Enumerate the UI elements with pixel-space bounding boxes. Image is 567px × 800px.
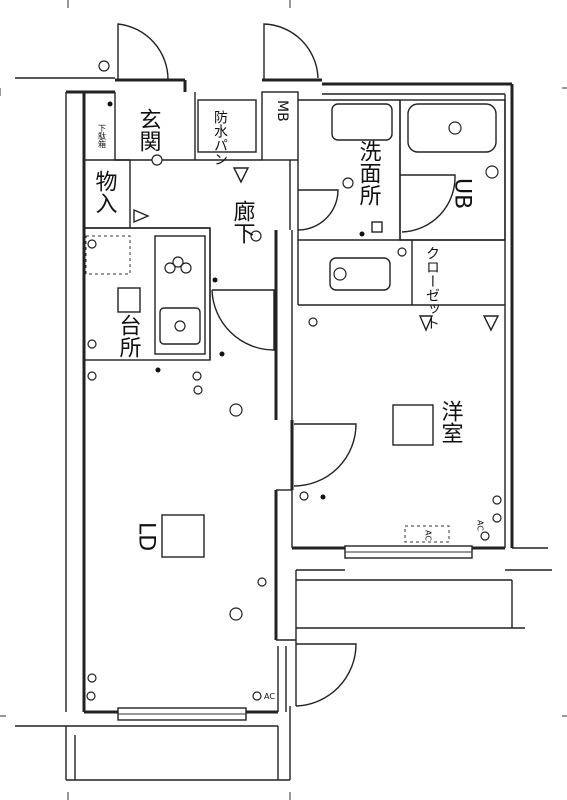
inner-walls <box>83 91 506 712</box>
closet-label: クローゼット <box>424 246 440 330</box>
windows <box>117 545 473 721</box>
outlet-marks <box>86 60 502 701</box>
rouka-label: 廊下 <box>230 200 256 244</box>
ac-mark-ld: AC <box>264 692 275 701</box>
bousui-pan-label: 防水パン <box>212 110 228 166</box>
shoe-box-label: 下駄箱 <box>98 124 107 149</box>
ac-mark-youshitsu: AC <box>476 520 485 531</box>
doors <box>117 23 456 707</box>
mb-label: MB <box>274 100 290 122</box>
mono-ire-label: 物入 <box>92 170 118 214</box>
daidokoro-label: 台所 <box>116 314 142 358</box>
ub-label: UB <box>450 178 475 209</box>
genkan-label: 玄関 <box>136 108 161 152</box>
ac-unit-label: AC <box>424 530 433 541</box>
senmenjo-label: 洗面所 <box>356 140 382 206</box>
ld-label: LD <box>134 522 159 551</box>
youshitsu-label: 洋室 <box>438 400 464 444</box>
fixtures <box>117 121 499 558</box>
marker-triangles <box>133 167 500 332</box>
